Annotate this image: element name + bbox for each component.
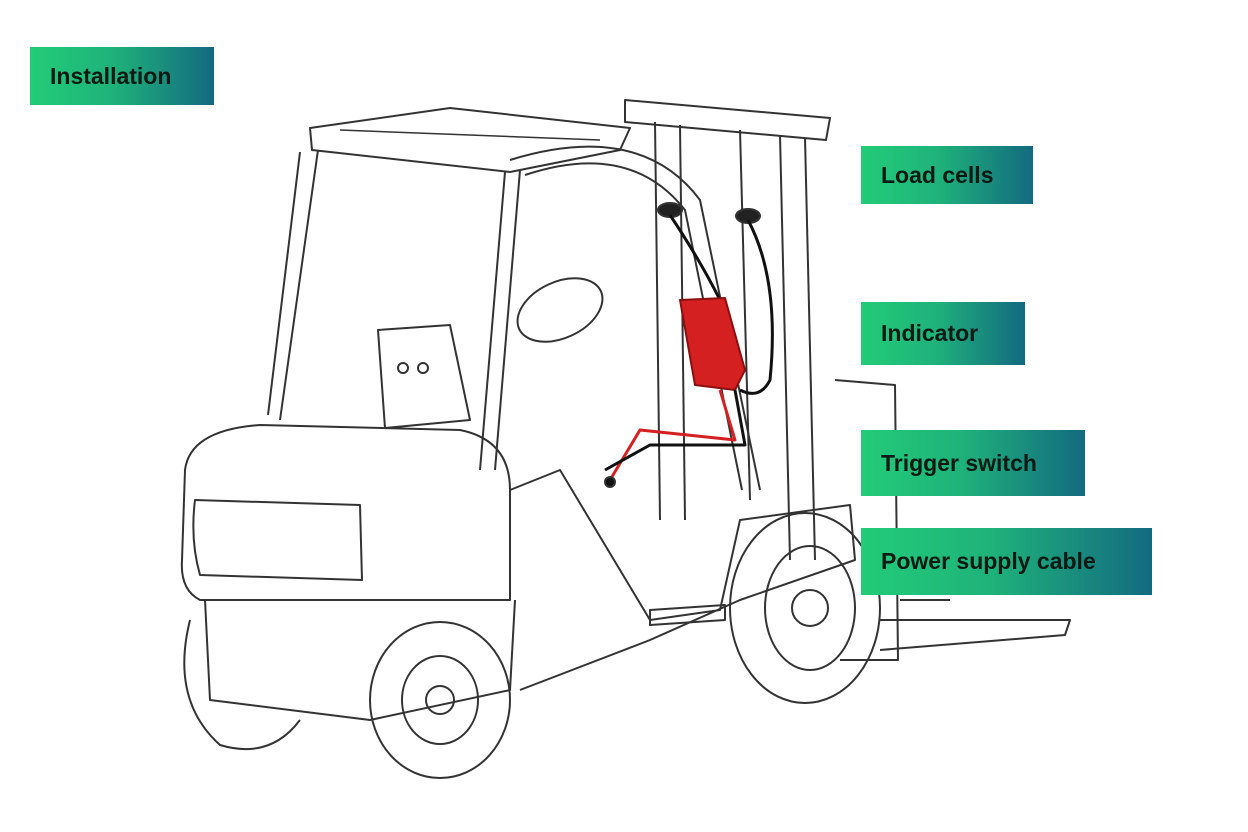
mast [624, 99, 831, 561]
front-wheel [729, 512, 881, 704]
installation-title: Installation [30, 47, 214, 105]
indicator-device [679, 297, 746, 391]
seat [377, 324, 471, 429]
overhead-guard [267, 107, 631, 471]
steering-wheel [516, 277, 604, 343]
rear-wheel [369, 621, 511, 779]
label-indicator: Indicator [861, 302, 1025, 365]
label-load-cells: Load cells [861, 146, 1033, 204]
load-cell-left [657, 202, 683, 218]
rear-wheel-left [183, 619, 301, 751]
forks [834, 379, 1071, 661]
label-power-supply-cable: Power supply cable [861, 528, 1152, 595]
counterweight [180, 424, 511, 601]
power-cable [608, 389, 737, 481]
label-trigger-switch: Trigger switch [861, 430, 1085, 496]
